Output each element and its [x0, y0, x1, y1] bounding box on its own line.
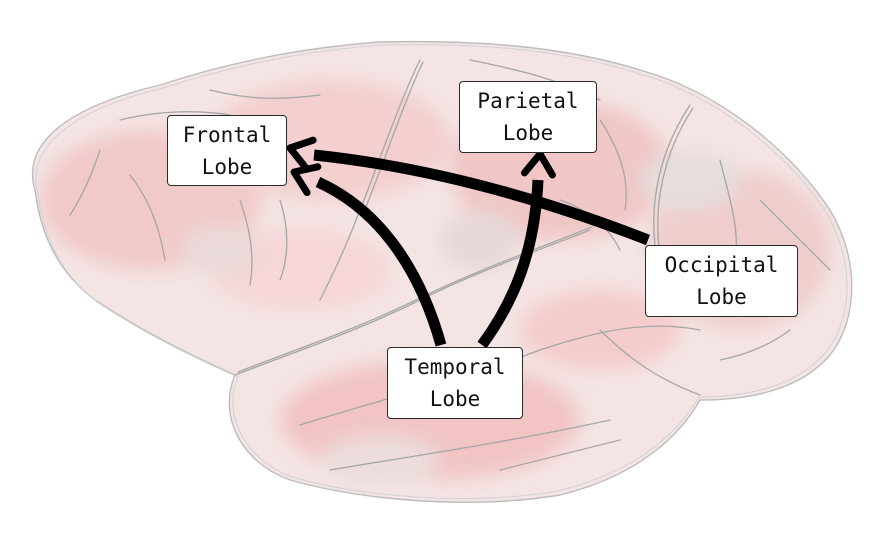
- arrow-occipital-to-frontal: [313, 149, 651, 246]
- temporal-lobe-label-line1: Temporal: [404, 355, 506, 379]
- temporal-lobe-label-line2: Lobe: [429, 387, 481, 411]
- parietal-lobe-box: Parietal Lobe: [459, 81, 597, 153]
- frontal-lobe-label-line1: Frontal: [182, 122, 272, 147]
- arrowhead-temporal-to-parietal: [521, 150, 556, 179]
- arrowhead-occipital-to-frontal: [286, 136, 317, 171]
- frontal-lobe-box: Frontal Lobe: [167, 115, 287, 186]
- arrow-temporal-to-frontal: [315, 176, 447, 347]
- connection-arrows: [286, 136, 651, 349]
- frontal-lobe-label-line2: Lobe: [201, 154, 253, 179]
- parietal-lobe-label-line1: Parietal: [477, 89, 579, 113]
- arrowhead-temporal-to-frontal: [290, 163, 322, 197]
- occipital-lobe-label-line1: Occipital: [664, 253, 779, 277]
- parietal-lobe-label-line2: Lobe: [502, 121, 554, 145]
- occipital-lobe-box: Occipital Lobe: [645, 245, 798, 317]
- temporal-lobe-box: Temporal Lobe: [387, 347, 523, 419]
- arrow-temporal-to-parietal: [477, 179, 544, 349]
- occipital-lobe-label-line2: Lobe: [696, 285, 747, 309]
